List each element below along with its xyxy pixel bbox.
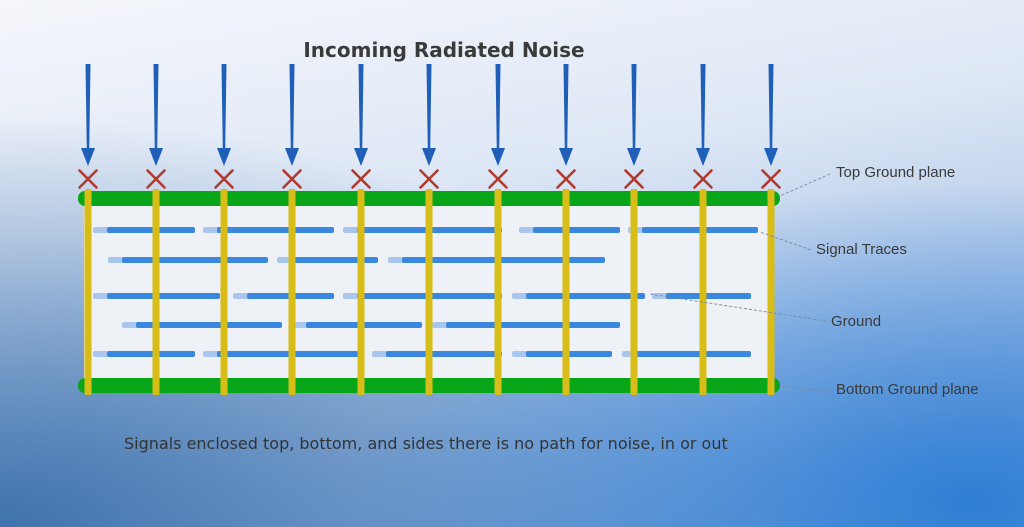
x-mark-icon [78,169,98,189]
noise-arrows [81,64,778,166]
signal-trace [512,351,612,357]
signal-trace [93,293,220,299]
signal-trace [122,322,282,328]
diagram-title: Incoming Radiated Noise [303,38,585,62]
x-mark-icon [282,169,302,189]
leader-lines [649,173,831,392]
signal-trace [372,351,502,357]
top-ground-plane-label: Top Ground plane [836,164,956,181]
signal-traces-label: Signal Traces [816,241,907,258]
signal-trace [388,257,605,263]
down-arrow-icon [149,64,163,166]
down-arrow-icon [422,64,436,166]
ground-via [357,189,365,395]
signal-trace [343,293,502,299]
down-arrow-icon [491,64,505,166]
ground-via [152,189,160,395]
signal-trace [622,351,751,357]
x-mark-icon [761,169,781,189]
leader-line [779,385,831,392]
ground-via [562,189,570,395]
ground-via [220,189,228,395]
x-mark-icon [419,169,439,189]
ground-vias [84,189,775,395]
signal-trace [108,257,268,263]
down-arrow-icon [627,64,641,166]
x-mark-icon [214,169,234,189]
leader-line [759,231,812,251]
down-arrow-icon [285,64,299,166]
ground-via [767,189,775,395]
ground-via [84,189,92,395]
ground-via [288,189,296,395]
bottom-ground-plane-label: Bottom Ground plane [836,381,979,398]
down-arrow-icon [354,64,368,166]
x-mark-icon [488,169,508,189]
signal-trace [512,293,645,299]
signal-trace [519,227,620,233]
signal-trace [628,227,758,233]
signal-trace [203,227,334,233]
signal-trace [93,351,195,357]
leader-line [779,173,831,197]
ground-via [425,189,433,395]
down-arrow-icon [81,64,95,166]
x-mark-icon [556,169,576,189]
ground-label: Ground [831,313,882,330]
x-mark-icon [693,169,713,189]
ground-via [494,189,502,395]
ground-via [699,189,707,395]
blocked-marks [78,169,781,189]
signal-trace [292,322,422,328]
x-mark-icon [146,169,166,189]
down-arrow-icon [559,64,573,166]
caption: Signals enclosed top, bottom, and sides … [124,434,728,453]
signal-trace [343,227,502,233]
signal-trace [233,293,334,299]
x-mark-icon [624,169,644,189]
down-arrow-icon [764,64,778,166]
signal-trace [432,322,620,328]
ground-via [630,189,638,395]
down-arrow-icon [217,64,231,166]
signal-trace [93,227,195,233]
down-arrow-icon [696,64,710,166]
x-mark-icon [351,169,371,189]
